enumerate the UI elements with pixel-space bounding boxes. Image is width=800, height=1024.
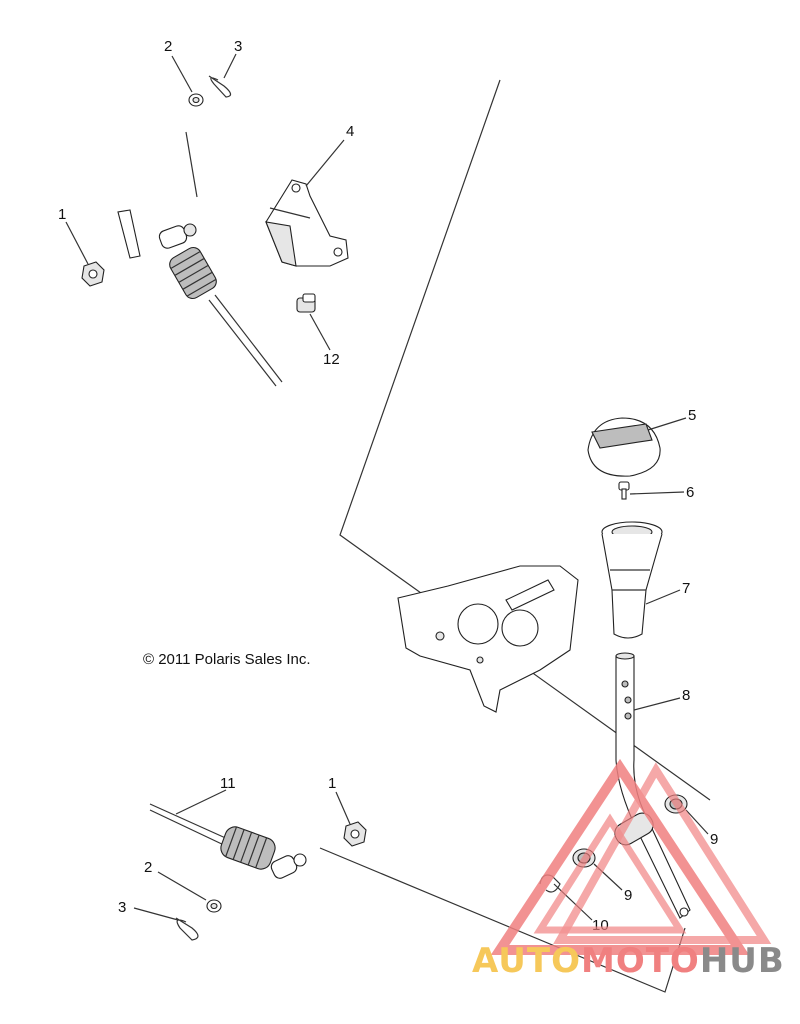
bolt-part-12 [296, 293, 316, 313]
callout-label: 1 [328, 775, 336, 792]
callout-label: 5 [688, 407, 696, 424]
assembly-frame-outline [339, 79, 711, 801]
bracket-part-4 [265, 179, 349, 267]
knob-part-5 [587, 417, 661, 477]
callout-label: 9 [624, 887, 632, 904]
shifter-mount-bracket [397, 565, 579, 713]
callout-label: 2 [164, 38, 172, 55]
watermark-text: AUTOMOTOHUB [472, 941, 785, 981]
watermark-logo [490, 758, 772, 955]
callout-label: 12 [323, 351, 340, 368]
clip-part-3 [208, 75, 232, 98]
callout-label: 3 [118, 899, 126, 916]
upper-cable-assembly [117, 131, 283, 387]
lower-cable-assembly [149, 803, 307, 879]
callout-label: 2 [144, 859, 152, 876]
clip-part-3-lower [175, 917, 199, 941]
callout-label: 8 [682, 687, 690, 704]
callout-label: 11 [220, 775, 236, 792]
callout-label: 1 [58, 206, 66, 223]
boot-part-7 [601, 521, 663, 639]
screw-part-6 [618, 481, 630, 500]
callout-label: 3 [234, 38, 242, 55]
leader-lines [65, 53, 709, 921]
callout-label: 7 [682, 580, 690, 597]
copyright-text: © 2011 Polaris Sales Inc. [143, 651, 311, 668]
callout-label: 4 [346, 123, 354, 140]
callout-label: 6 [686, 484, 694, 501]
callout-label: 9 [710, 831, 718, 848]
